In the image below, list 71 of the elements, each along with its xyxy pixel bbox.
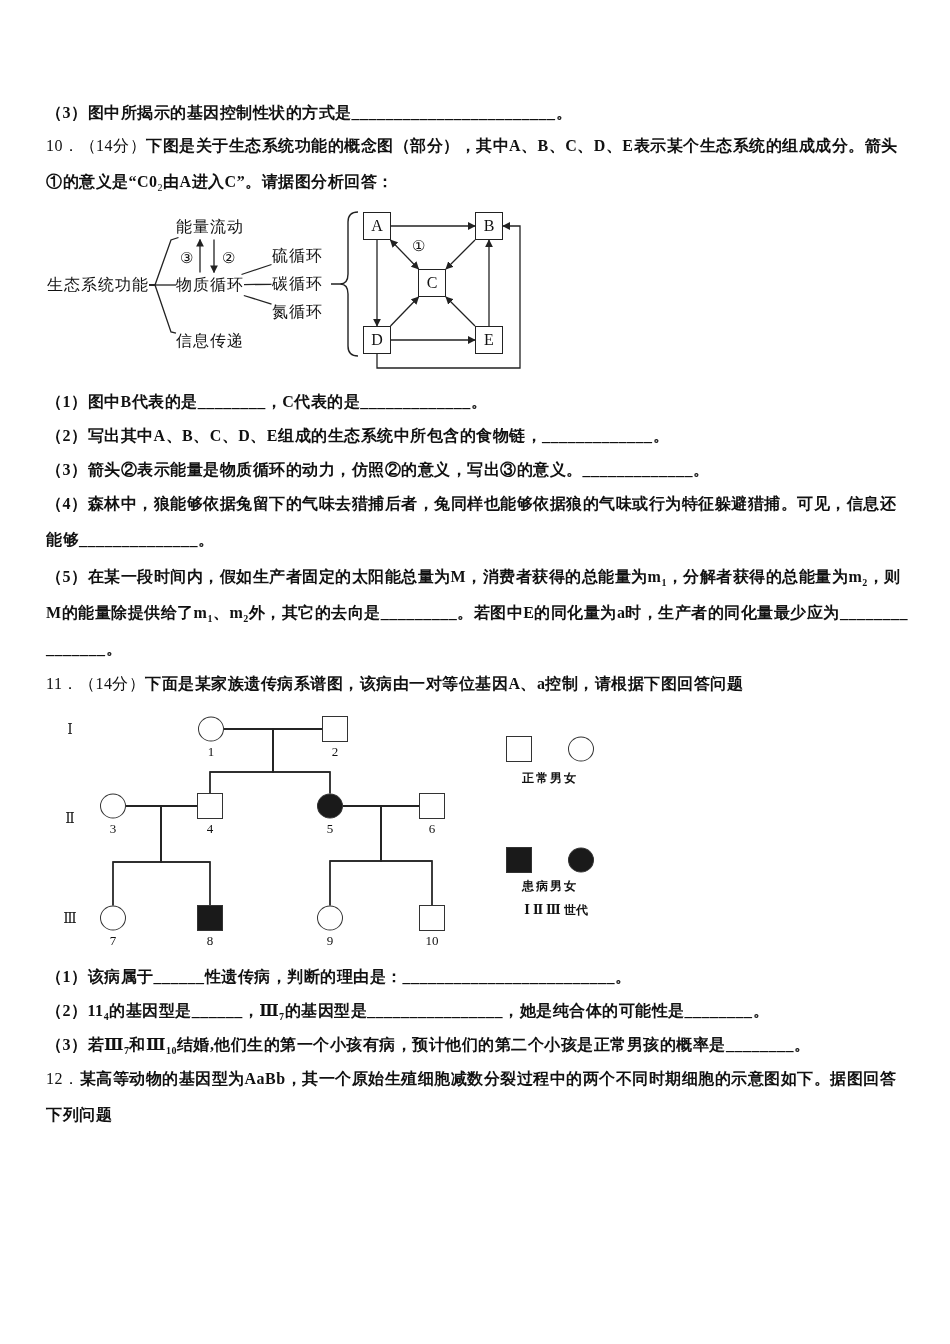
- generation-key-text: Ⅰ Ⅱ Ⅲ 世代: [524, 901, 588, 919]
- connector-line: [243, 283, 273, 286]
- concept-label: 物质循环: [176, 274, 244, 296]
- connector-line: [160, 805, 211, 906]
- connector-line: [380, 805, 433, 906]
- generation-numeral: Ⅰ: [67, 720, 73, 738]
- question-text: （1）图中B代表的是________，C代表的是_____________。: [46, 392, 489, 412]
- male-symbol: [322, 716, 348, 742]
- female-symbol: [317, 905, 343, 931]
- individual-number: 2: [331, 744, 339, 760]
- double-arrow: [389, 239, 420, 270]
- component-box: C: [418, 269, 446, 297]
- arrow: [389, 296, 420, 327]
- component-box: D: [363, 326, 391, 354]
- edge-label: ①: [411, 238, 425, 254]
- connector-line: [148, 284, 177, 334]
- generation-numeral: Ⅱ: [65, 809, 75, 827]
- question-text: （3）图中所揭示的基因控制性状的方式是________________________。: [46, 103, 573, 123]
- individual-number: 9: [326, 933, 334, 949]
- female-symbol: [317, 793, 343, 819]
- component-box: E: [475, 326, 503, 354]
- individual-number: 4: [206, 821, 214, 837]
- arrow: [445, 239, 476, 270]
- component-box: B: [475, 212, 503, 240]
- legend-label: 正常男女: [522, 769, 578, 787]
- concept-label: 硫循环: [271, 245, 323, 267]
- male-symbol: [419, 905, 445, 931]
- arrow: [376, 222, 521, 369]
- question-text: （4）森林中，狼能够依据兔留下的气味去猎捕后者，兔同样也能够依据狼的气味或行为特征躲避猎捕。可见，信息还能够______________。: [46, 494, 897, 550]
- arrow: [373, 239, 381, 327]
- question-text: （2）11$_{4}$的基因型是______，Ⅲ$_{7}$的基因型是________________，她是纯合体的可能性是________。: [46, 1001, 771, 1025]
- arrow: [210, 238, 218, 274]
- arrow: [485, 239, 493, 327]
- legend-label: 患病男女: [522, 877, 578, 895]
- individual-number: 10: [425, 933, 439, 949]
- female-symbol: [100, 793, 126, 819]
- concept-label: 氮循环: [271, 301, 323, 323]
- connector-line: [272, 728, 331, 795]
- question-text: 11．（14分）下面是某家族遗传病系谱图，该病由一对等位基因A、a控制，请根据下图回答问题: [46, 674, 745, 694]
- arrow: [196, 238, 204, 274]
- connector-line: [240, 263, 273, 276]
- individual-number: 3: [109, 821, 117, 837]
- question-text: 12．某高等动物的基因型为AaBb，其一个原始生殖细胞减数分裂过程中的两个不同时期细胞的示意图如下。据图回答下列问题: [46, 1069, 898, 1125]
- arrow: [390, 336, 476, 344]
- concept-label: 生态系统功能: [47, 274, 149, 296]
- female-symbol: [198, 716, 224, 742]
- question-text: （5）在某一段时间内，假如生产者固定的太阳能总量为M，消费者获得的总能量为m$_{1}$，分解者获得的总能量为m$_{2}$，则M的能量除提供给了m$_{1}$、m$_{2}$外，其它的去向是_________。若图中E的同化量为a时，生产者的同化量最少应为_______________。: [46, 567, 909, 659]
- question-text: （3）箭头②表示能量是物质循环的动力，仿照②的意义，写出③的意义。_____________。: [46, 460, 711, 480]
- male-symbol: [197, 793, 223, 819]
- concept-label: 信息传递: [176, 330, 244, 352]
- individual-number: 7: [109, 933, 117, 949]
- edge-label: ②: [221, 250, 235, 266]
- individual-number: 1: [207, 744, 215, 760]
- female-symbol: [100, 905, 126, 931]
- concept-label: 能量流动: [176, 216, 244, 238]
- question-text: （3）若Ⅲ$_{7}$和Ⅲ$_{10}$结婚,他们生的第一个小孩有病，预计他们的第二个小孩是正常男孩的概率是________。: [46, 1035, 812, 1059]
- arrow: [445, 296, 476, 327]
- question-text: （1）该病属于______性遗传病，判断的理由是：_________________________。: [46, 967, 633, 987]
- question-text: 10．（14分）下图是关于生态系统功能的概念图（部分），其中A、B、C、D、E表示某个生态系统的组成成分。箭头①的意义是“C0$_{2}$由A进入C”。请据图分析回答：: [46, 136, 899, 196]
- male-symbol: [419, 793, 445, 819]
- individual-number: 5: [326, 821, 334, 837]
- arrow: [390, 222, 476, 230]
- individual-number: 8: [206, 933, 214, 949]
- male-symbol: [197, 905, 223, 931]
- concept-label: 碳循环: [271, 273, 323, 295]
- question-text: （2）写出其中A、B、C、D、E组成的生态系统中所包含的食物链，_____________。: [46, 426, 670, 446]
- connector-line: [243, 294, 273, 305]
- edge-label: ③: [179, 250, 193, 266]
- component-box: A: [363, 212, 391, 240]
- generation-numeral: Ⅲ: [63, 909, 77, 927]
- individual-number: 6: [428, 821, 436, 837]
